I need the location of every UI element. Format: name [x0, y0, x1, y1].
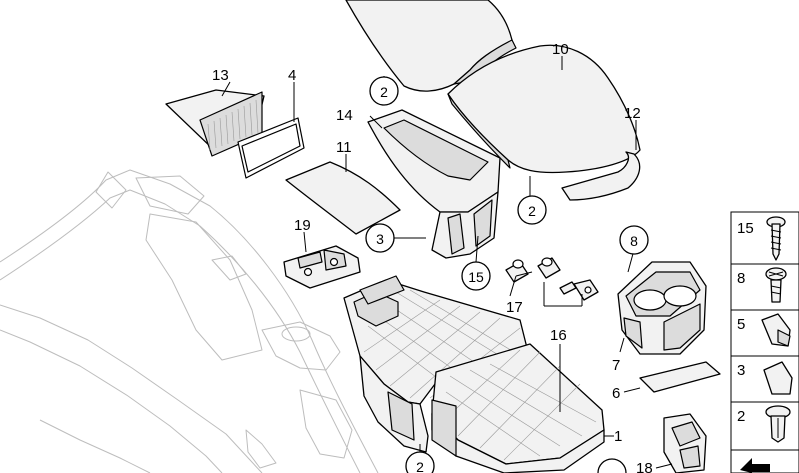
callout-19: 19	[294, 217, 311, 234]
fastener-legend: 15 8 5 3 2	[730, 211, 799, 473]
callout-17: 17	[506, 299, 523, 316]
callout-13: 13	[212, 67, 229, 84]
clip-icon	[761, 313, 791, 347]
callout-8: 8	[619, 225, 649, 255]
svg-text:3: 3	[376, 231, 384, 247]
mounting-bracket	[663, 413, 707, 473]
callout-18-circle	[597, 458, 627, 473]
cup-holder-mat	[639, 361, 721, 393]
callout-11: 11	[336, 139, 352, 156]
callout-10: 10	[552, 41, 569, 58]
callout-1: 1	[614, 428, 622, 445]
cup-holder	[617, 261, 707, 355]
callout-6: 6	[612, 385, 620, 402]
callout-2a: 2	[369, 76, 399, 106]
callout-16: 16	[550, 327, 567, 344]
callout-12: 12	[624, 105, 641, 122]
callout-15: 15	[461, 261, 491, 291]
latch-mechanism	[283, 245, 361, 289]
leader-lines	[221, 56, 673, 469]
expanding-rivet-icon	[765, 405, 791, 443]
svg-text:2: 2	[380, 84, 388, 100]
ignition-key	[559, 279, 599, 301]
cap-icon	[763, 361, 793, 395]
legend-number: 8	[737, 270, 745, 287]
floor-tunnel-ghost	[0, 169, 379, 473]
centre-console	[343, 275, 605, 473]
bin-seal	[237, 117, 305, 179]
armrest-trim	[561, 151, 641, 201]
svg-text:15: 15	[468, 269, 484, 285]
svg-text:2: 2	[416, 459, 424, 473]
lid-panel	[285, 161, 401, 235]
callout-3: 3	[365, 223, 395, 253]
legend-number: 2	[737, 408, 745, 425]
legend-number: 15	[737, 220, 754, 237]
callout-7: 7	[612, 357, 620, 374]
svg-text:2: 2	[528, 203, 536, 219]
storage-tray	[367, 109, 501, 259]
legend-number: 3	[737, 362, 745, 379]
lock-cylinder	[505, 257, 561, 283]
arrow-up-left-icon	[740, 458, 770, 473]
bolt-icon	[765, 267, 787, 303]
armrest-cover-top	[345, 0, 517, 92]
callout-4: 4	[288, 67, 296, 84]
callout-18: 18	[636, 460, 653, 473]
callout-14: 14	[336, 107, 353, 124]
svg-text:8: 8	[630, 233, 638, 249]
screw-icon	[766, 216, 786, 261]
callout-2c: 2	[405, 451, 435, 473]
armrest	[447, 44, 641, 174]
legend-number: 5	[737, 316, 745, 333]
callout-2b: 2	[517, 195, 547, 225]
